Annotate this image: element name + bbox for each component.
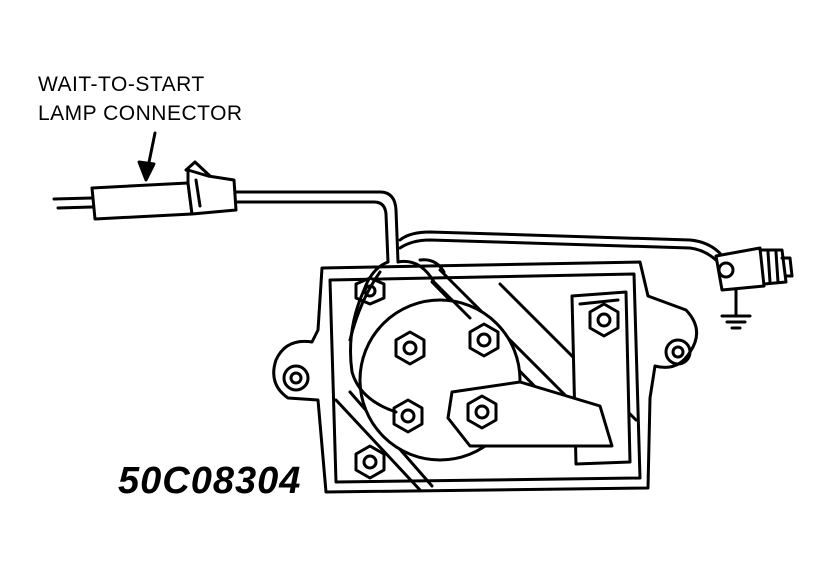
connector-wire: [234, 190, 400, 264]
figure-id: 50C08304: [118, 460, 302, 502]
callout-line-1: WAIT-TO-START: [38, 73, 205, 96]
callout-line-2: LAMP CONNECTOR: [38, 102, 243, 125]
nut-center-left: [394, 330, 426, 366]
internal-wires: [348, 258, 472, 414]
nut-lower-left: [392, 398, 424, 434]
lamp-connector: [90, 160, 238, 221]
nut-bottom-left: [354, 444, 386, 480]
ground-lead: [398, 230, 726, 264]
ground-symbol: [720, 288, 752, 330]
nut-right-bracket: [588, 302, 620, 338]
harness-wires: [52, 196, 94, 210]
nut-lever: [466, 394, 498, 430]
sensor-fitting: [714, 246, 794, 292]
mounting-ear-right: [664, 338, 692, 366]
mounting-ear-left: [282, 364, 310, 392]
nut-center-right: [468, 322, 500, 358]
lever-plate: [446, 380, 614, 448]
callout-arrow: [137, 131, 157, 182]
lamp-connector-callout: WAIT-TO-START LAMP CONNECTOR: [38, 70, 243, 128]
